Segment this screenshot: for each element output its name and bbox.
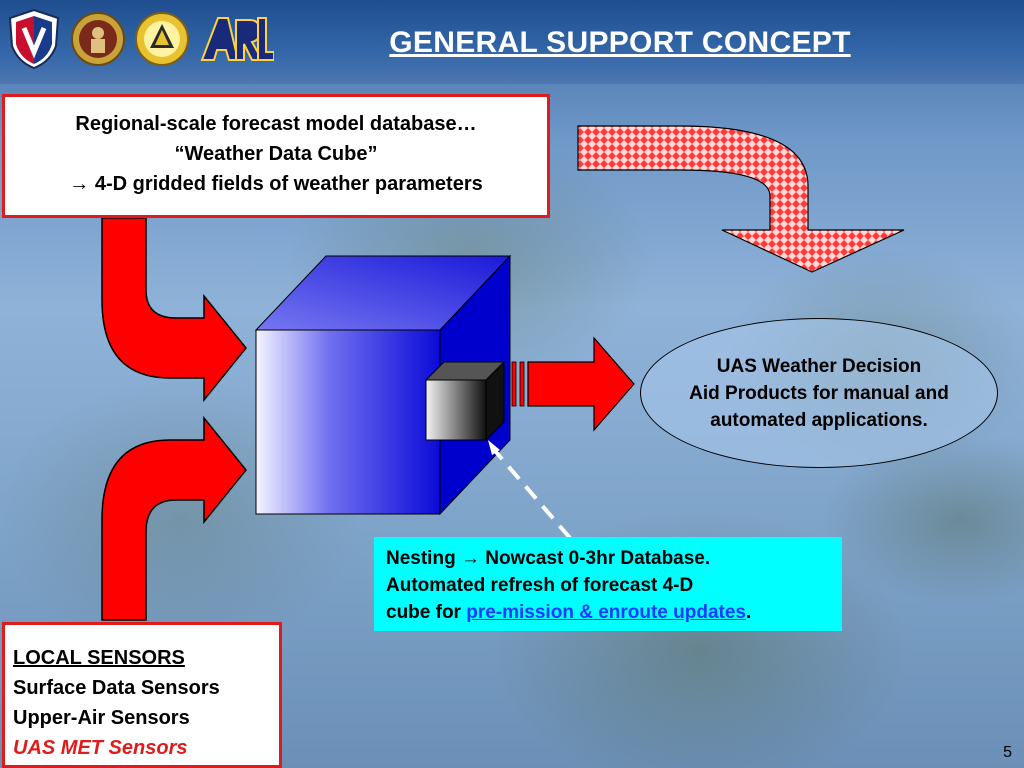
forecast-line-3: → 4-D gridded fields of weather paramete…	[69, 173, 483, 195]
input-arrow-sensors	[101, 415, 247, 621]
local-sensors-box: LOCAL SENSORS Surface Data Sensors Upper…	[2, 622, 282, 768]
ellipse-line-2: Aid Products for manual and	[689, 382, 949, 404]
ellipse-line-3: automated applications.	[710, 409, 928, 431]
input-arrow-forecast	[101, 217, 247, 403]
right-arrow-icon: →	[69, 173, 90, 195]
nesting-pointer	[488, 440, 572, 540]
sensor-item: Upper-Air Sensors	[13, 707, 190, 729]
arl-logo	[200, 17, 274, 61]
nesting-box: Nesting → Nowcast 0-3hr Database. Automa…	[374, 537, 842, 631]
page-title: GENERAL SUPPORT CONCEPT	[389, 26, 851, 59]
ellipse-line-1: UAS Weather Decision	[716, 355, 922, 377]
nesting-line-1: Nesting → Nowcast 0-3hr Database.	[386, 548, 711, 569]
pre-mission-updates-link[interactable]: pre-mission & enroute updates	[466, 602, 747, 623]
nesting-line-3: cube for pre-mission & enroute updates.	[386, 602, 752, 623]
army-shield-logo	[8, 8, 60, 70]
forecast-line-2: “Weather Data Cube”	[174, 143, 378, 165]
soldier-emblem-logo	[71, 12, 125, 66]
forecast-line-1: Regional-scale forecast model database…	[75, 113, 477, 135]
forecast-checker-arrow	[577, 125, 905, 273]
uas-met-sensors-item: UAS MET Sensors	[13, 737, 188, 759]
nowcast-subcube	[424, 360, 506, 442]
forecast-database-box: Regional-scale forecast model database… …	[2, 94, 550, 218]
nesting-line-2: Automated refresh of forecast 4-D	[386, 575, 694, 596]
output-arrow	[511, 336, 635, 432]
right-arrow-icon: →	[460, 548, 480, 569]
decision-aid-ellipse: UAS Weather Decision Aid Products for ma…	[640, 318, 998, 468]
tank-emblem-logo	[135, 12, 189, 66]
logo-strip	[6, 8, 274, 70]
page-number: 5	[1003, 744, 1012, 761]
sensor-item: Surface Data Sensors	[13, 677, 220, 699]
local-sensors-heading: LOCAL SENSORS	[13, 647, 185, 669]
